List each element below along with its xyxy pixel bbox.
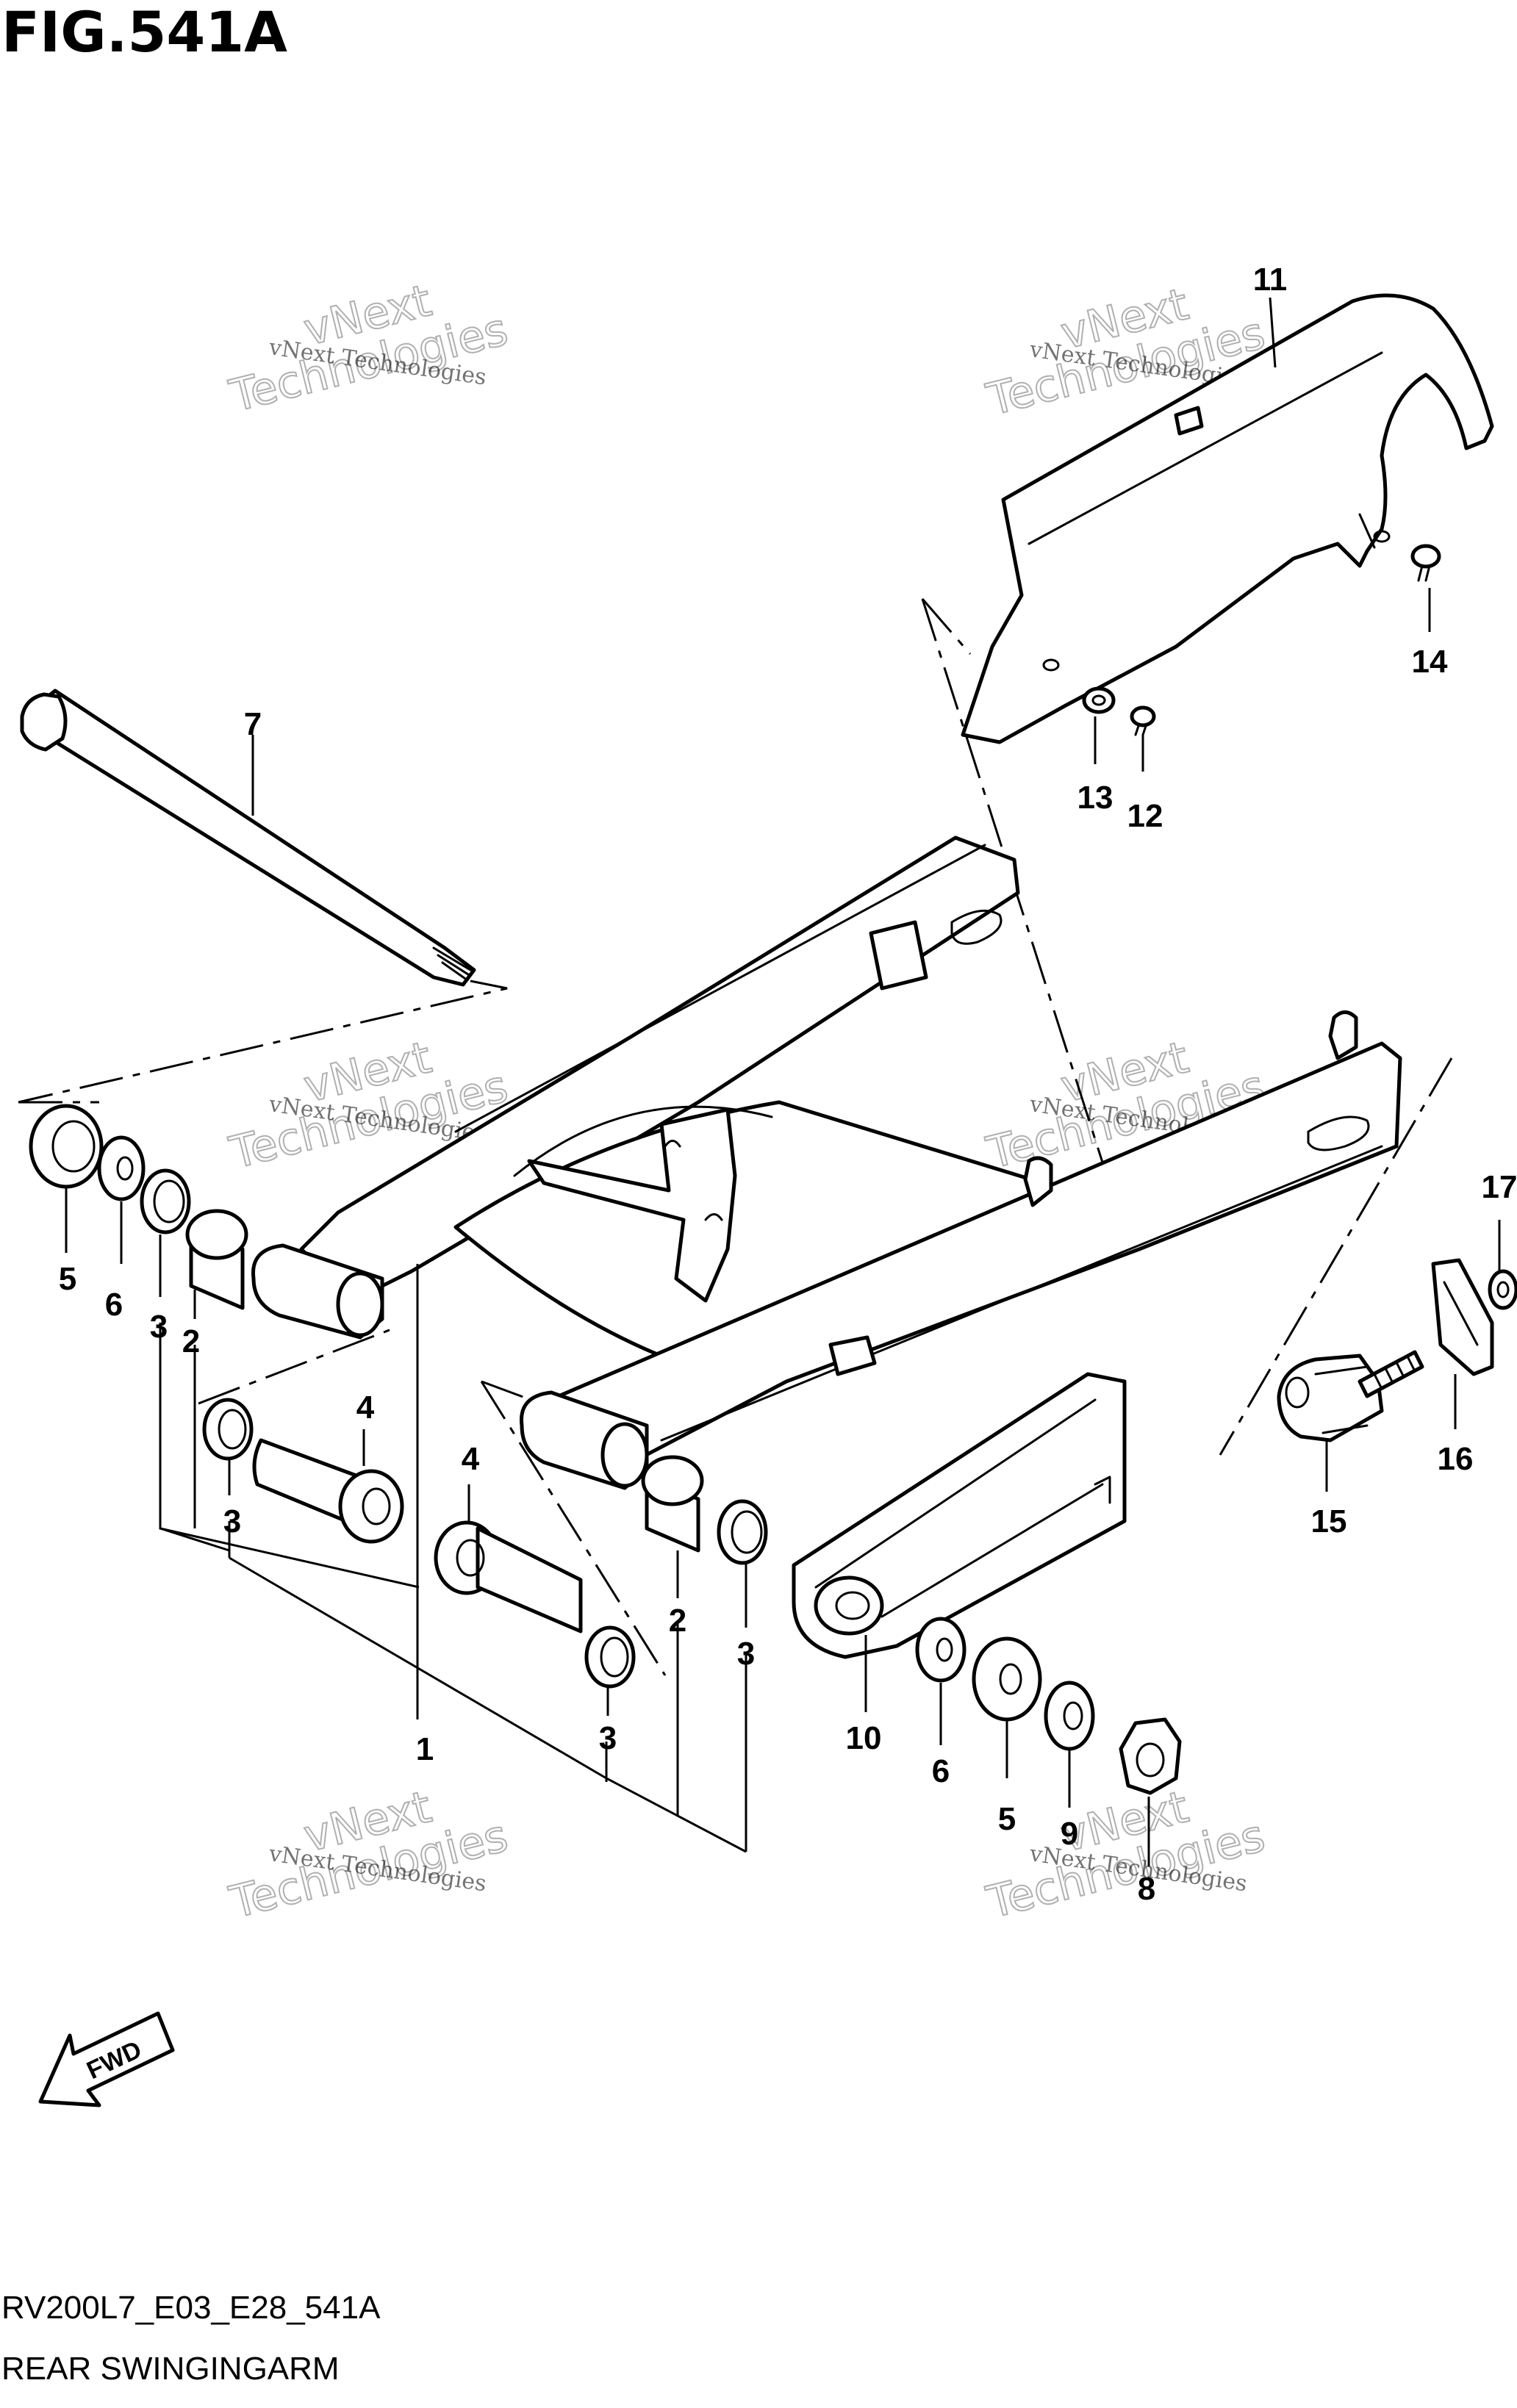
fwd-direction-arrow: FWD (38, 2011, 175, 2107)
callout-10: 10 (846, 1720, 882, 1756)
callout-12: 12 (1127, 798, 1163, 834)
pivot-shaft-part-7 (18, 689, 508, 1104)
callout-1: 1 (416, 1731, 434, 1767)
part-3-bearing-left (140, 1168, 191, 1234)
callout-6-right: 6 (932, 1753, 950, 1789)
part-16-adjuster-cap (1431, 1258, 1494, 1376)
watermark-bottom-right: Technologies vNext vNext Technologies (981, 1780, 1271, 1930)
callout-16: 16 (1438, 1441, 1474, 1477)
callout-15: 15 (1311, 1503, 1347, 1539)
figure-title: FIG.541A (1, 0, 287, 65)
callout-7: 7 (244, 706, 262, 742)
callout-14: 14 (1412, 644, 1448, 680)
callout-4-right: 4 (462, 1441, 480, 1477)
callout-6-left: 6 (105, 1287, 123, 1323)
callout-9: 9 (1061, 1816, 1078, 1852)
part-13-grommet (1082, 686, 1116, 714)
callout-5-left: 5 (59, 1261, 76, 1297)
part-8-nut (1119, 1717, 1182, 1795)
part-2-spacer-left (185, 1209, 248, 1310)
part-3-bearing-right-inner (584, 1625, 636, 1689)
callout-5-right: 5 (998, 1801, 1016, 1837)
watermark-top-left: Technologies vNext vNext Technologies (224, 274, 514, 423)
callout-11: 11 (1253, 262, 1288, 298)
callout-2-right: 2 (669, 1603, 686, 1639)
part-14-screw (1410, 544, 1441, 582)
callout-3-right: 3 (737, 1636, 755, 1672)
part-9-washer (1044, 1681, 1095, 1751)
swingarm-part-1 (251, 835, 1402, 1490)
part-3-bearing-right (717, 1499, 768, 1565)
chain-case-part-11 (961, 293, 1494, 744)
callout-3-inner-left: 3 (223, 1503, 241, 1539)
figure-code: RV200L7_E03_E28_541A (1, 2290, 381, 2326)
chain-guide-part-10 (792, 1372, 1127, 1659)
callout-2-left: 2 (182, 1323, 200, 1359)
part-3-bearing-inner-left (202, 1398, 254, 1461)
part-12-screw (1130, 705, 1156, 736)
part-5-dust-seal-left (29, 1104, 104, 1189)
part-2-spacer-right (641, 1455, 704, 1553)
part-4-collar-right (434, 1520, 583, 1634)
part-6-washer-right (915, 1617, 966, 1683)
part-5-dust-seal-right (972, 1636, 1042, 1722)
callout-3-inner-right: 3 (599, 1720, 617, 1756)
part-15-adjuster-bolt (1358, 1350, 1424, 1398)
part-17-nut (1488, 1269, 1517, 1310)
watermark-top-right: Technologies vNext vNext Technologies (981, 278, 1271, 427)
part-4-collar-left (252, 1438, 404, 1544)
callout-3-top-left: 3 (150, 1309, 168, 1345)
callout-17: 17 (1482, 1169, 1517, 1205)
watermark-bottom-left: Technologies vNext vNext Technologies (224, 1780, 514, 1930)
callout-13: 13 (1077, 780, 1113, 816)
guide-lines (18, 598, 1453, 1676)
part-15-adjuster-plate (1277, 1354, 1384, 1442)
part-6-washer-left (97, 1135, 146, 1201)
callout-4-left: 4 (356, 1390, 375, 1426)
figure-name: REAR SWINGINGARM (1, 2351, 340, 2387)
leader-lines (65, 297, 1501, 1866)
callout-labels: 11 14 13 12 7 17 5 6 3 2 4 16 3 4 15 2 3… (59, 262, 1517, 1907)
callout-8: 8 (1138, 1871, 1155, 1907)
